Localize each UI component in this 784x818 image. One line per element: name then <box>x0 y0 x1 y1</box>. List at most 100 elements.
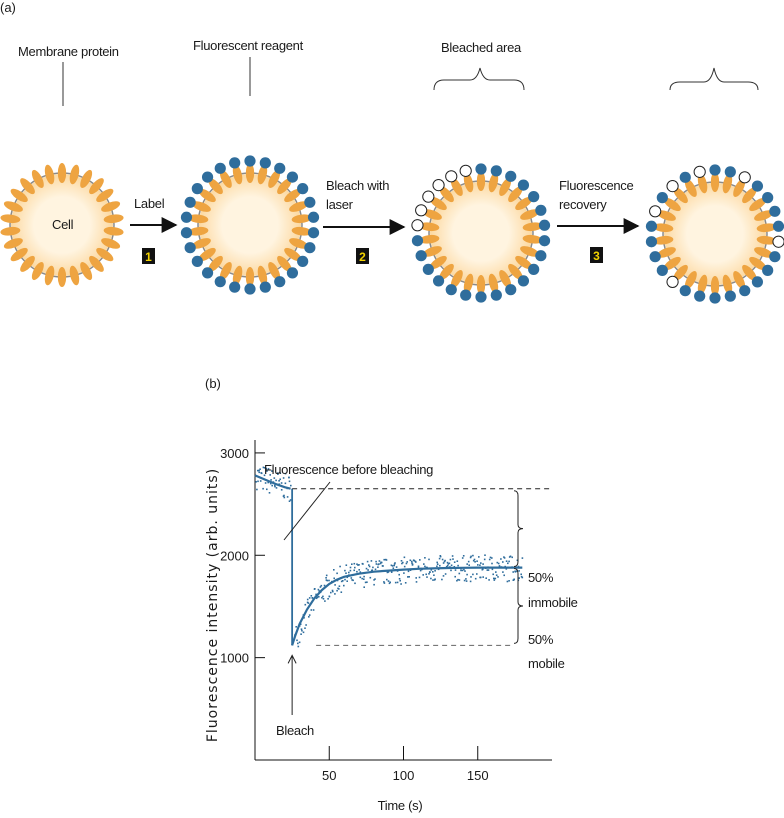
data-point <box>520 573 522 576</box>
membrane-protein <box>101 238 121 249</box>
data-point <box>483 558 486 561</box>
data-point <box>257 469 259 472</box>
data-point <box>505 560 508 562</box>
immobile-label-line-1: 50% <box>528 570 554 585</box>
fluorescent-tag <box>214 162 226 174</box>
data-point <box>289 499 292 501</box>
data-point <box>458 579 461 581</box>
data-point <box>308 614 311 616</box>
fluorescent-tag <box>490 289 502 301</box>
data-point <box>417 566 420 569</box>
step-2-label-line-2: laser <box>326 197 354 212</box>
data-point <box>339 565 341 568</box>
panel-b-label: (b) <box>205 376 221 391</box>
data-point <box>316 596 319 599</box>
bleached-fluorophore <box>432 178 445 192</box>
data-point <box>404 582 407 584</box>
membrane-protein <box>488 273 499 294</box>
data-point <box>325 574 328 577</box>
data-point <box>491 557 493 559</box>
membrane-protein <box>268 169 281 189</box>
data-point <box>461 569 464 572</box>
data-point <box>319 586 322 588</box>
membrane-protein <box>31 169 44 189</box>
fluorescent-tag <box>656 192 668 204</box>
data-point <box>434 570 436 572</box>
membrane-protein <box>653 223 674 233</box>
membrane-protein <box>20 178 35 195</box>
data-point <box>511 556 513 559</box>
fluorescent-tag <box>244 283 256 295</box>
data-point <box>448 562 451 565</box>
data-point <box>442 562 445 564</box>
membrane-protein <box>257 164 268 185</box>
membrane-protein <box>515 196 533 211</box>
data-point <box>457 564 459 567</box>
data-point <box>518 570 520 572</box>
data-point <box>327 598 329 600</box>
data-point <box>444 573 447 575</box>
data-point <box>394 562 396 564</box>
membrane-protein <box>89 178 104 195</box>
data-point <box>506 580 509 583</box>
fluorescent-tag <box>184 196 196 208</box>
data-point <box>298 641 301 644</box>
data-point <box>358 569 360 571</box>
data-point <box>456 579 458 582</box>
data-point <box>317 588 320 591</box>
fluorescent-tag <box>180 227 193 239</box>
fluorescent-tag <box>739 285 751 297</box>
membrane-protein <box>289 238 309 249</box>
data-point <box>311 597 314 599</box>
data-point <box>346 576 349 579</box>
cytoplasm <box>199 174 301 276</box>
data-point <box>390 571 393 573</box>
membrane-protein <box>208 178 223 195</box>
data-point <box>473 558 476 561</box>
data-point <box>387 571 390 573</box>
bleached-area-label: Bleached area <box>441 40 522 55</box>
membrane-protein <box>284 188 302 203</box>
fluorescent-tag <box>694 290 706 302</box>
data-point <box>359 576 362 579</box>
data-point <box>403 572 405 574</box>
bleached-fluorophore <box>459 164 472 177</box>
data-point <box>424 557 426 559</box>
data-point <box>262 487 264 490</box>
step-1-box <box>142 248 155 264</box>
data-point <box>265 467 267 470</box>
membrane-protein <box>31 261 44 281</box>
fluorescent-tag <box>274 162 286 174</box>
membrane-protein <box>101 201 121 212</box>
before-bleaching-pointer <box>283 481 331 541</box>
membrane-protein <box>749 197 767 212</box>
data-point <box>450 569 452 572</box>
fluorescent-tag <box>191 183 203 195</box>
membrane-protein <box>656 210 676 221</box>
membrane-protein <box>697 173 708 194</box>
data-point <box>423 563 425 565</box>
fluorescent-tag <box>517 275 530 287</box>
membrane-protein <box>191 238 211 249</box>
data-point <box>356 563 358 565</box>
data-point <box>436 565 438 568</box>
data-point <box>426 576 428 578</box>
data-point <box>482 576 484 578</box>
membrane-protein <box>44 164 55 185</box>
data-point <box>432 579 434 581</box>
data-point <box>454 569 457 571</box>
membrane-protein <box>208 255 223 272</box>
data-point <box>364 581 367 584</box>
data-point <box>403 556 406 559</box>
membrane-protein <box>463 172 474 193</box>
membrane-protein <box>488 172 499 193</box>
data-point <box>502 561 504 563</box>
data-point <box>271 484 273 487</box>
membrane-protein <box>245 163 255 183</box>
data-point <box>354 582 356 585</box>
data-point <box>256 488 258 491</box>
bleached-fluorophore <box>411 219 424 232</box>
data-point <box>373 583 375 586</box>
fluorescent-tag <box>724 166 736 178</box>
